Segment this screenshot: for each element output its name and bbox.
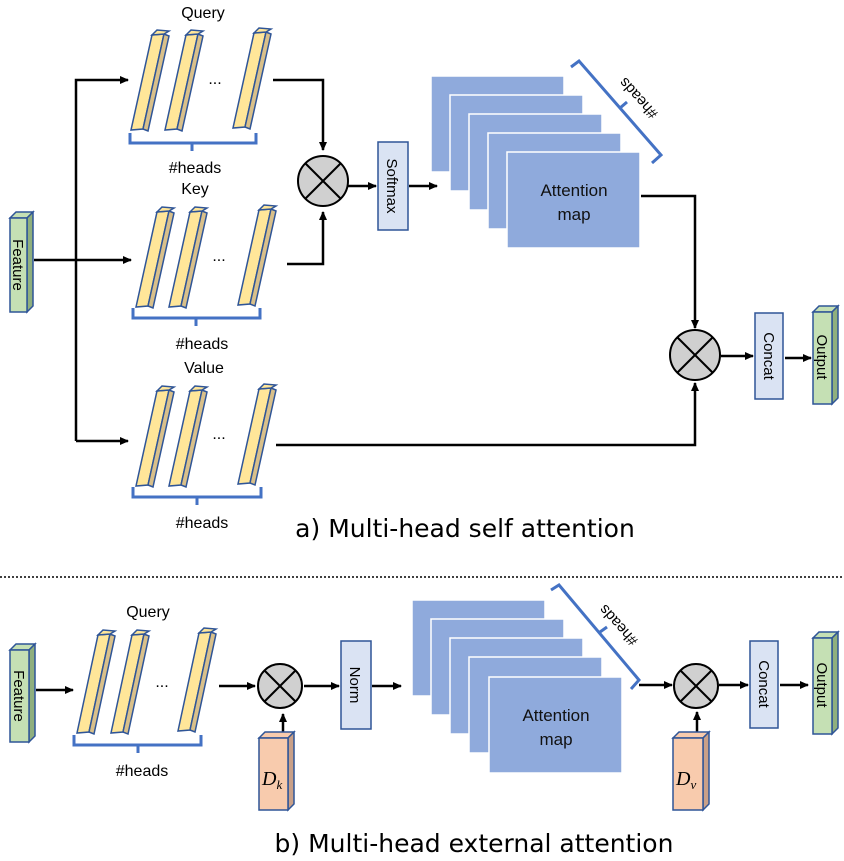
concat-block-b: Concat bbox=[749, 640, 779, 729]
head-bar bbox=[135, 385, 177, 489]
query-heads-a: Query ... #heads bbox=[128, 5, 274, 177]
value-heads-a: Value ... #heads bbox=[131, 360, 279, 532]
heads-label-value-a: #heads bbox=[176, 515, 229, 532]
feature-block-b: Feature bbox=[8, 642, 37, 744]
heads-brace-query bbox=[128, 133, 258, 151]
softmax-label: Softmax bbox=[383, 158, 400, 214]
heads-label-attn-b: #heads bbox=[596, 601, 642, 649]
head-bar bbox=[168, 206, 210, 310]
query-label-a: Query bbox=[181, 5, 225, 22]
feature-connectors-a bbox=[34, 76, 132, 445]
concat-label-a: Concat bbox=[760, 332, 777, 380]
query-heads-b: Query ... #heads bbox=[72, 604, 219, 780]
head-bar bbox=[177, 627, 219, 734]
value-label-a: Value bbox=[184, 360, 224, 377]
key-label-a: Key bbox=[181, 181, 209, 198]
feature-block-a: Feature bbox=[8, 210, 35, 314]
ellipsis-a-value: ... bbox=[212, 426, 225, 443]
heads-label-query-b: #heads bbox=[116, 763, 169, 780]
qk-connectors-a bbox=[273, 78, 438, 266]
caption-a: a) Multi-head self attention bbox=[295, 514, 635, 543]
norm-label: Norm bbox=[346, 667, 363, 704]
head-bar bbox=[237, 204, 279, 308]
query-connectors-b bbox=[219, 682, 402, 733]
head-bar bbox=[110, 629, 152, 736]
heads-brace-attn-b bbox=[550, 583, 641, 690]
head-bar bbox=[164, 29, 206, 133]
attention-map-stack-b: Attention map #heads bbox=[411, 583, 642, 774]
concat-block-a: Concat bbox=[754, 312, 784, 400]
attention-label-a-1: Attention bbox=[540, 181, 607, 200]
heads-label-attn-a: #heads bbox=[616, 74, 662, 122]
heads-brace-key bbox=[131, 308, 262, 326]
attention-label-b-2: map bbox=[539, 730, 572, 749]
concat-label-b: Concat bbox=[755, 660, 772, 708]
norm-block: Norm bbox=[340, 640, 372, 730]
av-connectors-a bbox=[276, 194, 812, 447]
head-bar bbox=[76, 629, 118, 736]
feature-label-b: Feature bbox=[10, 670, 27, 722]
output-label-a: Output bbox=[813, 334, 830, 380]
heads-brace-attn-a bbox=[570, 58, 664, 165]
head-bar bbox=[135, 206, 177, 310]
feature-label-a: Feature bbox=[9, 239, 26, 291]
matmul-op-qk bbox=[297, 155, 349, 207]
matmul-op-av bbox=[669, 329, 721, 381]
panel-a: Feature Query ... bbox=[8, 5, 840, 543]
head-bar bbox=[168, 385, 210, 489]
caption-b: b) Multi-head external attention bbox=[275, 829, 674, 858]
ellipsis-b-query: ... bbox=[155, 674, 168, 691]
heads-brace-value bbox=[131, 487, 263, 505]
head-bar bbox=[232, 27, 274, 131]
attention-map-stack-a: Attention map #heads bbox=[430, 58, 664, 249]
query-label-b: Query bbox=[126, 604, 170, 621]
matmul-op-qdk bbox=[257, 663, 303, 709]
dv-label: Dv bbox=[675, 768, 696, 792]
av-connectors-b bbox=[639, 681, 809, 733]
ellipsis-a-query: ... bbox=[208, 71, 221, 88]
output-block-b: Output bbox=[811, 630, 840, 736]
heads-label-key-a: #heads bbox=[176, 336, 229, 353]
softmax-block: Softmax bbox=[377, 141, 409, 231]
head-bar bbox=[237, 383, 279, 487]
heads-label-query-a: #heads bbox=[169, 160, 222, 177]
key-heads-a: Key ... #heads bbox=[131, 181, 279, 353]
ellipsis-a-key: ... bbox=[212, 248, 225, 265]
memory-dk: Dk bbox=[257, 730, 296, 812]
output-block-a: Output bbox=[811, 304, 840, 406]
output-label-b: Output bbox=[813, 662, 830, 708]
memory-dv: Dv bbox=[671, 730, 711, 812]
head-bar bbox=[130, 29, 172, 133]
attention-label-a-2: map bbox=[557, 205, 590, 224]
dk-label: Dk bbox=[261, 768, 282, 792]
heads-brace-query-b bbox=[72, 735, 203, 753]
matmul-op-adv bbox=[673, 663, 719, 709]
panel-b: Feature Query ... #head bbox=[8, 583, 840, 858]
attention-label-b-1: Attention bbox=[522, 706, 589, 725]
